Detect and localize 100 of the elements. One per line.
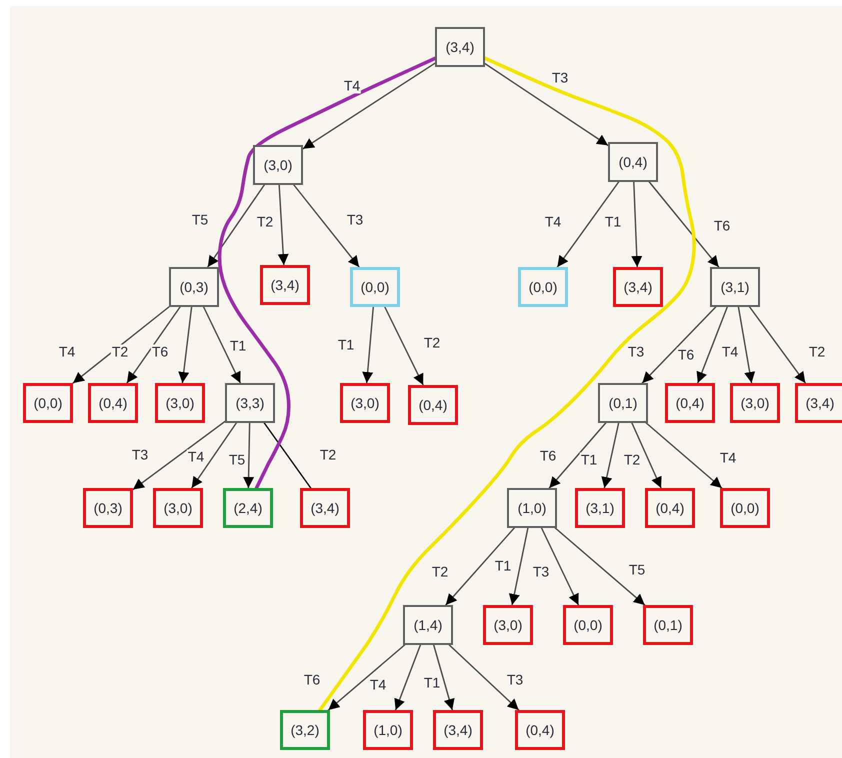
edge-label: T2 xyxy=(622,452,642,468)
arrow xyxy=(508,527,529,606)
state-box xyxy=(83,488,133,528)
highlighted-path xyxy=(218,56,437,490)
state-box xyxy=(507,488,557,528)
edge-label: T5 xyxy=(628,562,646,578)
state-box xyxy=(575,488,625,528)
arrow xyxy=(548,422,606,489)
state-label: (3,4) xyxy=(446,39,474,55)
highlighted-path xyxy=(318,56,696,712)
state-box xyxy=(795,383,842,423)
state-label: (0,4) xyxy=(656,500,684,516)
edge-label: T4 xyxy=(544,214,562,230)
state-box xyxy=(403,605,453,645)
edge-label: T1 xyxy=(580,452,598,468)
arrow xyxy=(642,306,716,384)
state-label: (0,3) xyxy=(94,500,122,516)
arrow xyxy=(556,181,620,268)
state-box xyxy=(608,142,658,182)
state-label: (3,4) xyxy=(310,500,340,516)
state-box xyxy=(518,267,568,307)
arrow xyxy=(448,644,520,711)
edge-label: T3 xyxy=(550,70,570,86)
state-label: (0,4) xyxy=(98,395,128,411)
state-label: (0,4) xyxy=(676,395,704,411)
state-label: (0,0) xyxy=(528,279,558,295)
arrow xyxy=(648,181,720,268)
state-label: (1,0) xyxy=(518,500,546,516)
arrow xyxy=(362,306,374,384)
state-box xyxy=(613,267,663,307)
arrow xyxy=(191,422,237,489)
arrow xyxy=(748,306,806,384)
edge-label: T4 xyxy=(186,450,206,464)
arrow xyxy=(445,527,515,606)
state-box xyxy=(710,267,760,307)
state-label: (0,0) xyxy=(574,617,602,633)
state-label: (2,4) xyxy=(234,500,262,516)
edge-label: T1 xyxy=(228,338,248,354)
arrow xyxy=(302,62,436,150)
state-label: (3,4) xyxy=(806,395,834,411)
state-box xyxy=(88,383,138,423)
arrow xyxy=(126,306,181,384)
state-box xyxy=(598,383,648,423)
state-box xyxy=(225,383,275,423)
state-label: (3,2) xyxy=(290,722,320,738)
state-label: (3,0) xyxy=(164,500,192,516)
state-label: (3,1) xyxy=(586,500,614,516)
edge-label: T3 xyxy=(346,212,364,228)
edge-label: T1 xyxy=(494,558,512,574)
arrow xyxy=(540,527,580,606)
arrow xyxy=(646,422,722,489)
edge-label: T2 xyxy=(422,336,442,350)
state-box xyxy=(223,488,273,528)
arrow xyxy=(394,644,422,711)
arrow xyxy=(243,422,254,489)
state-label: (3,3) xyxy=(236,395,264,411)
edge-label: T2 xyxy=(430,564,450,580)
state-label: (0,4) xyxy=(526,722,554,738)
state-label: (3,1) xyxy=(720,279,750,295)
state-box xyxy=(408,385,458,425)
state-label: (1,0) xyxy=(374,722,402,738)
edge-label: T2 xyxy=(318,448,338,462)
state-box xyxy=(435,27,485,67)
arrow xyxy=(554,527,646,606)
arrow xyxy=(484,62,609,146)
arrow xyxy=(433,644,455,711)
state-label: (3,4) xyxy=(624,279,652,295)
edge-label: T6 xyxy=(302,672,322,688)
state-label: (0,4) xyxy=(618,154,648,170)
edge-label: T1 xyxy=(604,214,622,230)
state-label: (0,0) xyxy=(360,279,390,295)
edge-label: T6 xyxy=(538,448,558,464)
arrow xyxy=(72,306,170,384)
edge-label: T5 xyxy=(228,452,246,468)
edge-label: T6 xyxy=(712,218,732,234)
edge-label: T1 xyxy=(336,338,356,352)
state-label: (0,1) xyxy=(608,395,638,411)
state-label: (3,4) xyxy=(270,277,300,293)
state-label: (0,0) xyxy=(730,500,760,516)
state-label: (3,0) xyxy=(264,157,292,173)
arrow xyxy=(132,420,226,490)
arrow xyxy=(631,422,662,489)
state-box xyxy=(645,488,695,528)
edge-label: T6 xyxy=(150,344,170,360)
edge-label: T3 xyxy=(130,448,150,462)
state-label: (3,0) xyxy=(350,395,380,411)
state-box xyxy=(515,710,565,750)
state-box xyxy=(433,710,483,750)
edge-label: T4 xyxy=(368,678,388,692)
arrow xyxy=(328,644,406,711)
state-label: (1,4) xyxy=(414,617,442,633)
state-box xyxy=(280,710,330,750)
arrow xyxy=(384,306,424,386)
state-box xyxy=(340,383,390,423)
edge-label: T4 xyxy=(342,78,362,94)
edge-label: T3 xyxy=(626,344,646,360)
edge-label: T2 xyxy=(808,344,826,360)
state-box xyxy=(483,605,533,645)
arrow xyxy=(631,181,642,268)
state-box xyxy=(720,488,770,528)
